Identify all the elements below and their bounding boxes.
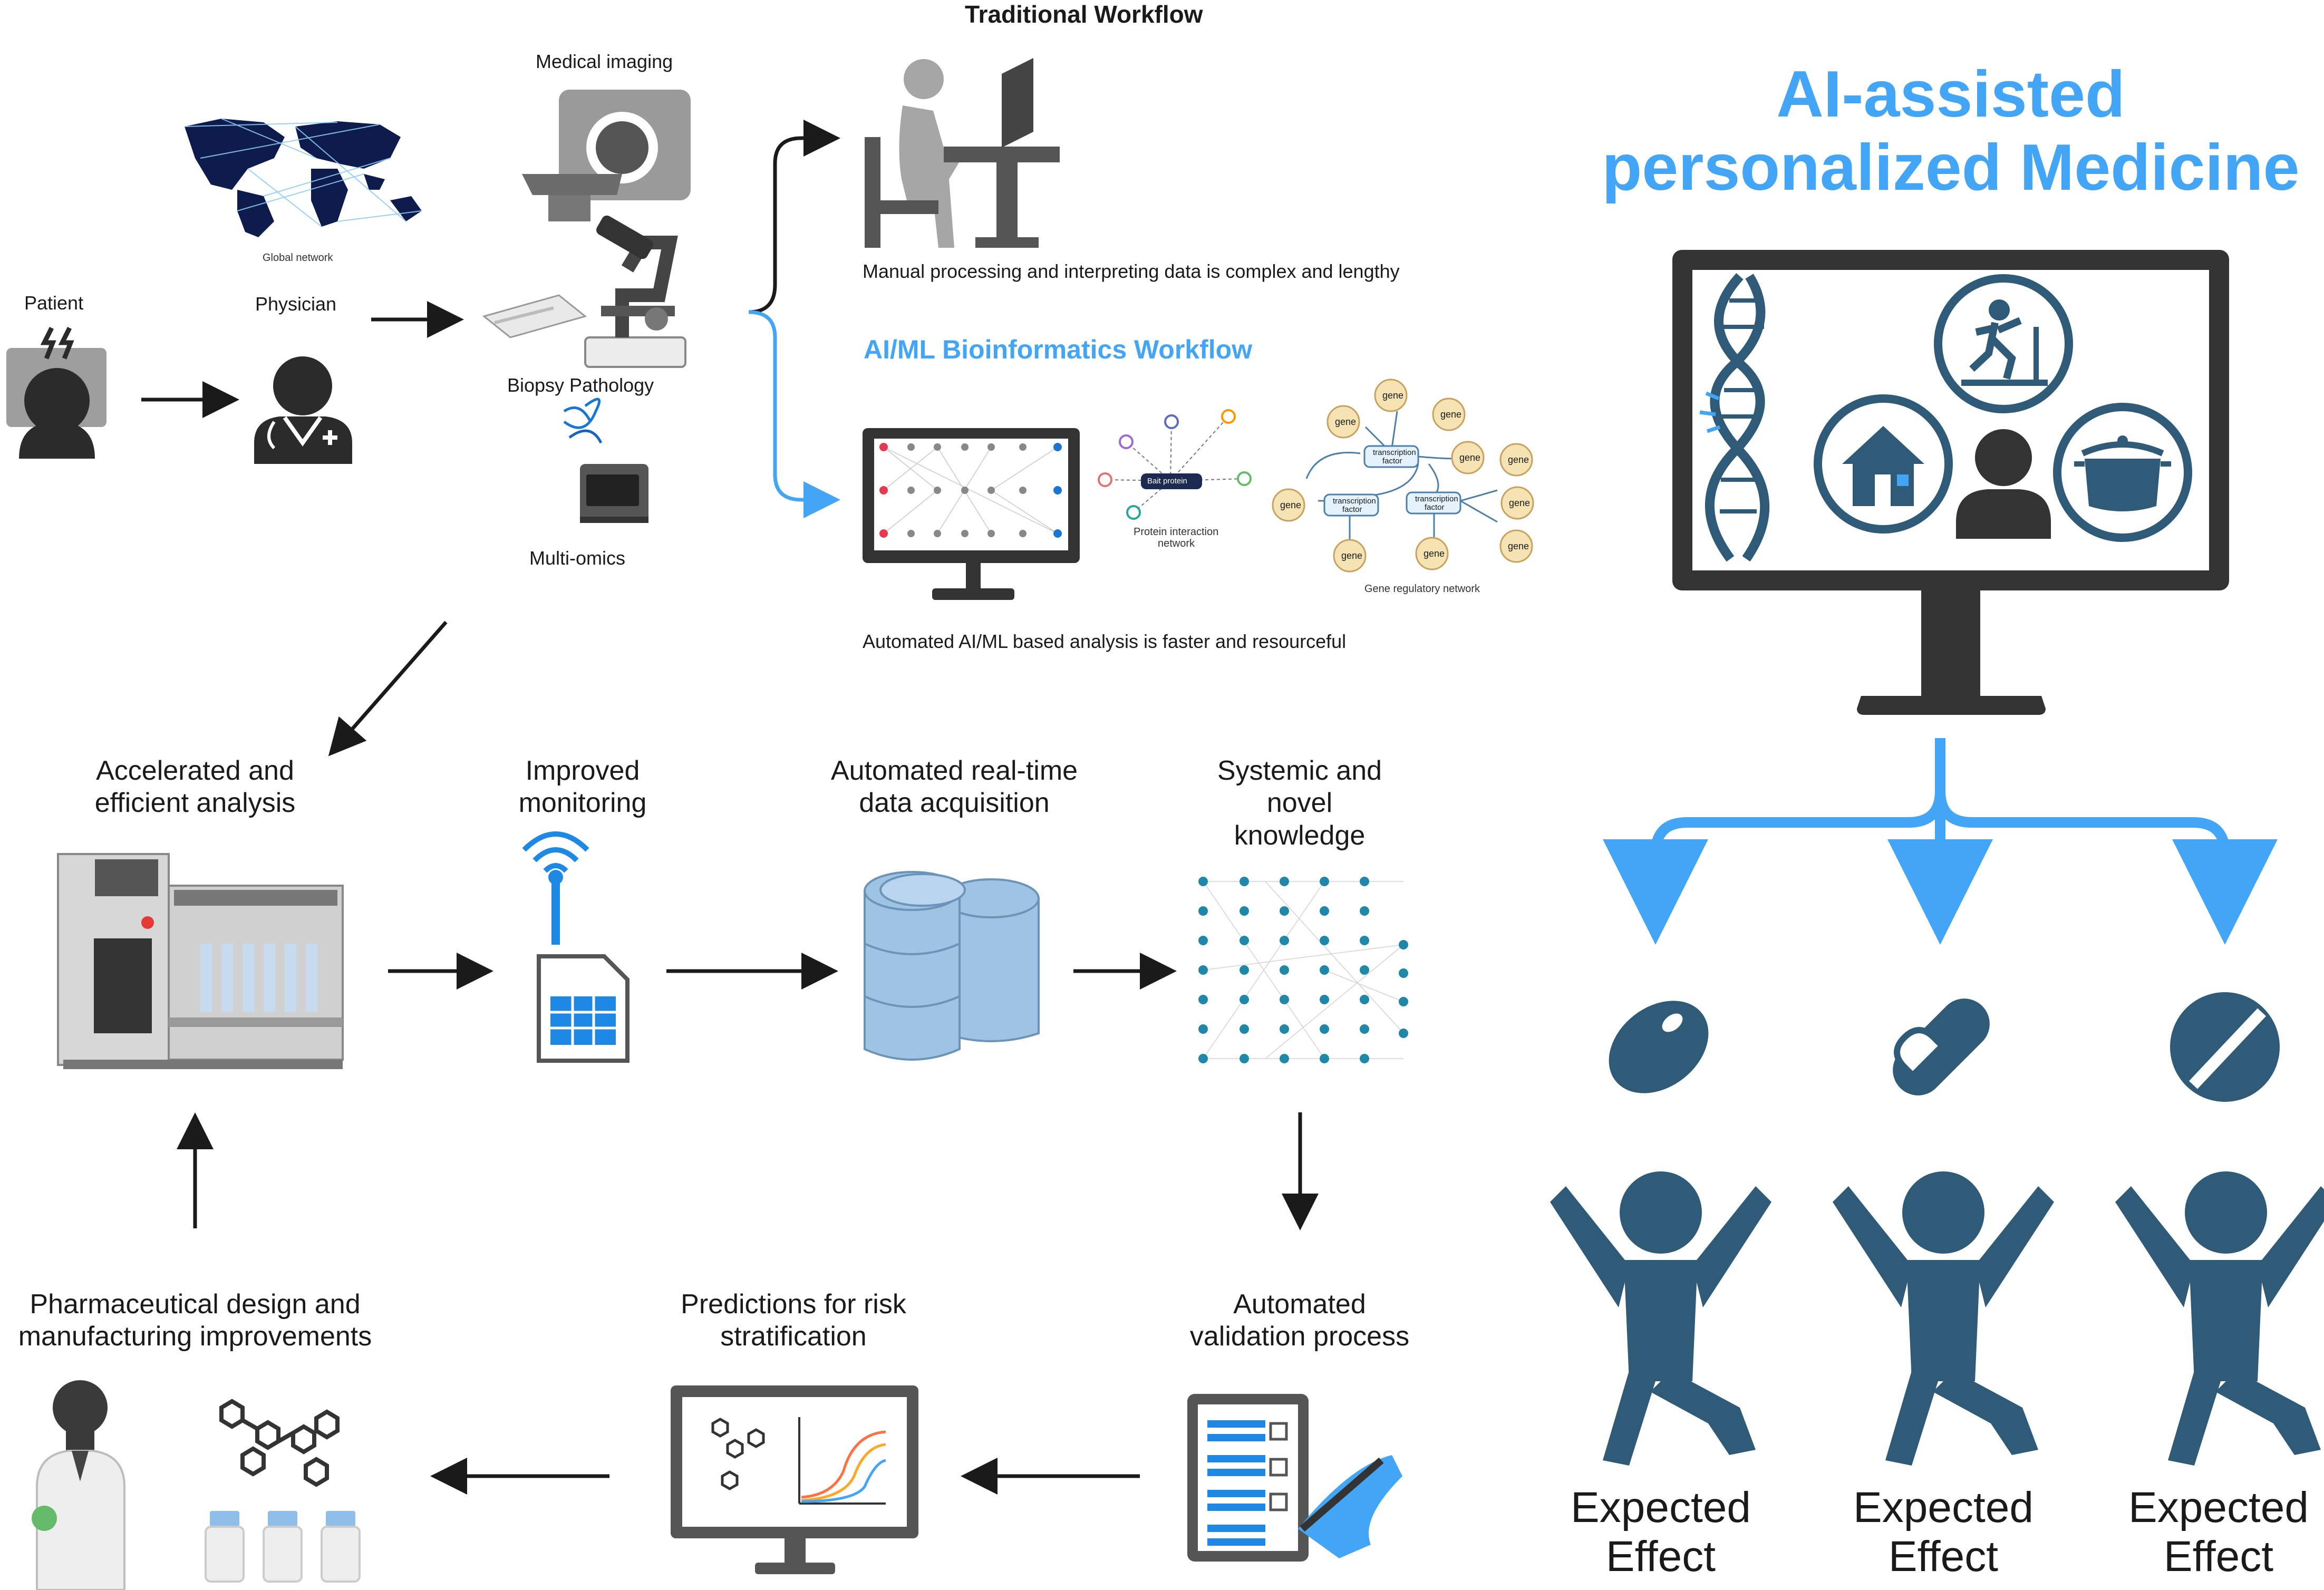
gene-label: gene bbox=[1341, 550, 1363, 561]
biopsy-pathology-label: Biopsy Pathology bbox=[507, 374, 654, 396]
gene-label: gene bbox=[1508, 454, 1529, 465]
patient-label: Patient bbox=[24, 292, 84, 314]
gene-label: gene bbox=[1382, 390, 1404, 401]
cooking-pot-icon bbox=[2053, 403, 2192, 542]
medical-imaging-label: Medical imaging bbox=[536, 51, 673, 72]
scientist-icon bbox=[32, 1380, 125, 1590]
world-map-icon bbox=[184, 118, 422, 237]
transcription-factor-label: transcription bbox=[1333, 497, 1376, 506]
traditional-workflow-caption: Manual processing and interpreting data … bbox=[863, 260, 1400, 282]
tablet-icon bbox=[2170, 992, 2280, 1102]
multi-omics-label: Multi-omics bbox=[529, 547, 626, 569]
oval-pill-icon bbox=[1609, 1001, 1709, 1093]
gene-regulatory-network-label: Gene regulatory network bbox=[1364, 583, 1480, 595]
neural-network-monitor-icon bbox=[863, 428, 1080, 600]
sequencer-icon bbox=[563, 398, 648, 523]
transcription-factor-label: transcription bbox=[1415, 495, 1458, 503]
ai-workflow-caption: Automated AI/ML based analysis is faster… bbox=[863, 631, 1347, 652]
risk-chart-monitor-icon bbox=[671, 1385, 918, 1574]
vial-icon bbox=[205, 1511, 361, 1583]
happy-person-icon bbox=[1550, 1171, 1771, 1466]
biopsy-slide-icon bbox=[482, 294, 587, 338]
protein-network-icon bbox=[1098, 409, 1252, 520]
dna-icon bbox=[1699, 273, 1770, 562]
traditional-workflow-heading: Traditional Workflow bbox=[965, 1, 1203, 28]
microscope-icon bbox=[584, 215, 686, 368]
gene-label: gene bbox=[1509, 498, 1531, 508]
treadmill-icon bbox=[1934, 274, 2073, 413]
molecule-icon bbox=[219, 1399, 340, 1487]
person-icon bbox=[1956, 429, 2051, 539]
lab-instrument-icon bbox=[57, 853, 344, 1069]
happy-person-icon bbox=[2115, 1171, 2324, 1466]
transcription-factor-label: factor bbox=[1425, 503, 1445, 512]
gene-label: gene bbox=[1440, 409, 1462, 420]
transcription-factor-label: factor bbox=[1382, 457, 1402, 466]
gene-label: gene bbox=[1508, 541, 1529, 551]
patient-icon bbox=[6, 326, 106, 459]
physician-icon bbox=[254, 356, 352, 464]
protein-network-label-1: Protein interaction bbox=[1134, 526, 1219, 538]
gene-label: gene bbox=[1424, 548, 1445, 559]
person-at-desk-icon bbox=[865, 58, 1060, 248]
transcription-factor-label: transcription bbox=[1373, 448, 1416, 457]
bait-protein-label: Bait protein bbox=[1147, 477, 1187, 486]
house-icon bbox=[1814, 394, 1953, 534]
wireless-file-icon bbox=[522, 831, 630, 1063]
gene-label: gene bbox=[1459, 452, 1481, 463]
protein-network-label-2: network bbox=[1158, 538, 1195, 549]
transcription-factor-label: factor bbox=[1342, 505, 1362, 514]
gene-regulatory-network-icon bbox=[1272, 379, 1534, 573]
gene-label: gene bbox=[1280, 500, 1302, 510]
capsule-icon bbox=[1893, 998, 1990, 1095]
mri-scanner-icon bbox=[522, 90, 691, 221]
global-network-label: Global network bbox=[263, 252, 333, 264]
database-icon bbox=[864, 871, 1040, 1061]
physician-label: Physician bbox=[255, 293, 337, 315]
gene-label: gene bbox=[1335, 416, 1357, 427]
ai-workflow-heading: AI/ML Bioinformatics Workflow bbox=[864, 335, 1253, 364]
happy-person-icon bbox=[1833, 1171, 2054, 1466]
neural-network-icon bbox=[1198, 877, 1408, 1063]
checklist-icon bbox=[1187, 1394, 1402, 1562]
